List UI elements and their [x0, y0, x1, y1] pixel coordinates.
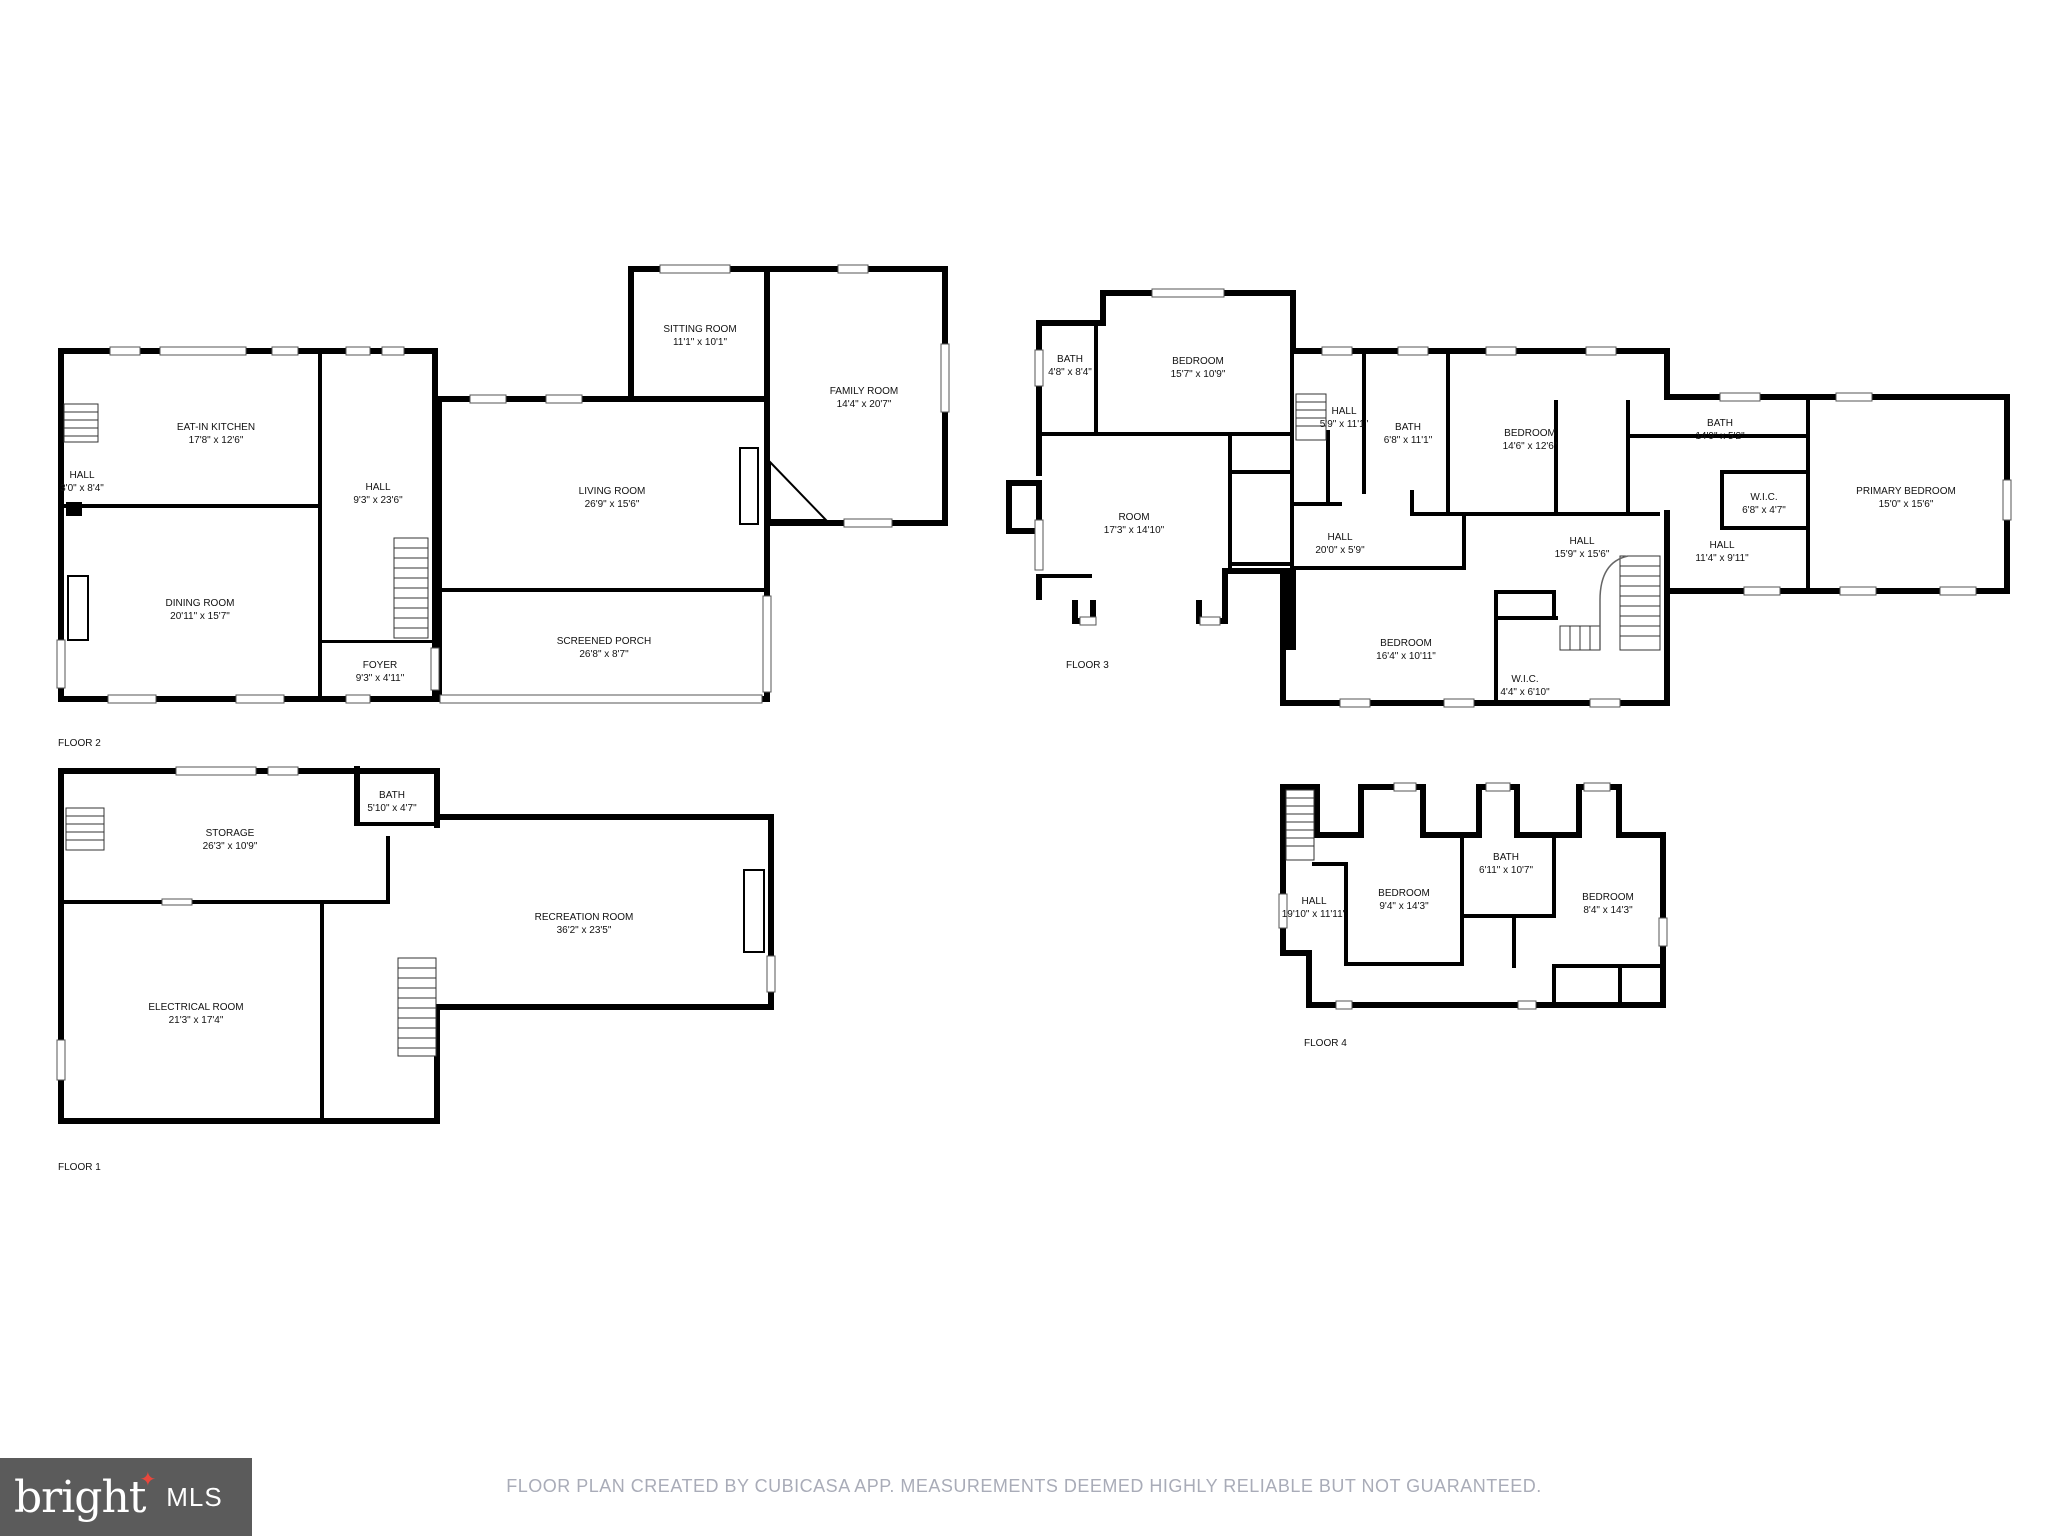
room-dims-wic-b: 6'8" x 4'7": [1742, 505, 1786, 516]
room-dims-hall: 9'3" x 23'6": [353, 495, 403, 506]
room-name-foyer: FOYER: [363, 660, 397, 671]
room-name-bedroom-b: BEDROOM: [1504, 428, 1556, 439]
room-name-family: FAMILY ROOM: [830, 386, 899, 397]
room-name-bath-a: BATH: [1057, 354, 1083, 365]
floor-3-plan: BATH 4'8" x 8'4" BEDROOM 15'7" x 10'9" R…: [1006, 288, 2012, 708]
room-name-wic-a: W.I.C.: [1511, 674, 1538, 685]
room-dims-bedroom-f4a: 9'4" x 14'3": [1379, 901, 1429, 912]
room-dims-primary-bedroom: 15'0" x 15'6": [1879, 499, 1934, 510]
logo-brand: bright: [14, 1471, 146, 1523]
room-dims-wic-a: 4'4" x 6'10": [1500, 687, 1550, 698]
room-dims-kitchen: 17'8" x 12'6": [189, 435, 244, 446]
room-dims-hall-small: 3'0" x 8'4": [60, 483, 104, 494]
room-name-bath-b: BATH: [1395, 422, 1421, 433]
room-dims-room: 17'3" x 14'10": [1104, 525, 1165, 536]
room-dims-hall-c: 15'9" x 15'6": [1555, 549, 1610, 560]
room-dims-bath-f4: 6'11" x 10'7": [1479, 865, 1534, 876]
room-dims-bedroom-b: 14'6" x 12'6": [1503, 441, 1558, 452]
logo-symbol-icon: ✦: [139, 1468, 157, 1491]
room-name-bedroom-c: BEDROOM: [1380, 638, 1432, 649]
room-name-electrical: ELECTRICAL ROOM: [148, 1002, 243, 1013]
room-name-living: LIVING ROOM: [579, 486, 646, 497]
bright-mls-logo: bright ✦ MLS: [0, 1458, 252, 1536]
room-name-kitchen: EAT-IN KITCHEN: [177, 422, 255, 433]
room-name-wic-b: W.I.C.: [1750, 492, 1777, 503]
room-dims-bath-c: 14'9" x 5'2": [1695, 431, 1745, 442]
room-name-bedroom-f4a: BEDROOM: [1378, 888, 1430, 899]
stairs: [63, 403, 429, 639]
room-name-sitting: SITTING ROOM: [663, 324, 736, 335]
floor-1-plan: STORAGE 26'3" x 10'9" BATH 5'10" x 4'7" …: [56, 766, 776, 1173]
floor-4-plan: HALL 19'10" x 11'11" BEDROOM 9'4" x 14'3…: [1278, 782, 1668, 1049]
room-dims-living: 26'9" x 15'6": [585, 499, 640, 510]
room-name-storage: STORAGE: [206, 828, 255, 839]
room-name-porch: SCREENED PORCH: [557, 636, 651, 647]
room-name-bedroom-f4b: BEDROOM: [1582, 892, 1634, 903]
room-dims-hall-d: 11'4" x 9'11": [1695, 553, 1749, 564]
room-dims-dining: 20'11" x 15'7": [170, 611, 230, 622]
room-dims-bath-b: 6'8" x 11'1": [1384, 435, 1433, 446]
logo-suffix: MLS: [166, 1481, 223, 1512]
room-name-bedroom-a: BEDROOM: [1172, 356, 1224, 367]
room-name-bath-c: BATH: [1707, 418, 1733, 429]
room-dims-bath-a: 4'8" x 8'4": [1048, 367, 1092, 378]
room-dims-bedroom-a: 15'7" x 10'9": [1171, 369, 1226, 380]
room-name-dining: DINING ROOM: [166, 598, 235, 609]
room-dims-porch: 26'8" x 8'7": [579, 649, 629, 660]
room-name-bath-f1: BATH: [379, 790, 405, 801]
room-dims-storage: 26'3" x 10'9": [203, 841, 258, 852]
room-name-hall-c: HALL: [1569, 536, 1594, 547]
room-name-bath-f4: BATH: [1493, 852, 1519, 863]
room-name-room: ROOM: [1118, 512, 1149, 523]
room-name-hall-b: HALL: [1327, 532, 1352, 543]
room-dims-sitting: 11'1" x 10'1": [673, 337, 728, 348]
room-name-hall: HALL: [365, 482, 390, 493]
room-name-hall-small: HALL: [69, 470, 94, 481]
room-name-hall-a: HALL: [1331, 406, 1356, 417]
disclaimer-text: FLOOR PLAN CREATED BY CUBICASA APP. MEAS…: [506, 1476, 1542, 1496]
room-name-hall-f4: HALL: [1301, 896, 1326, 907]
room-dims-family: 14'4" x 20'7": [837, 399, 892, 410]
room-dims-hall-a: 5'9" x 11'1": [1320, 419, 1369, 430]
room-name-recreation: RECREATION ROOM: [535, 912, 634, 923]
room-name-primary-bedroom: PRIMARY BEDROOM: [1856, 486, 1956, 497]
room-name-hall-d: HALL: [1709, 540, 1734, 551]
floor-2-label: FLOOR 2: [58, 738, 101, 749]
room-dims-bedroom-c: 16'4" x 10'11": [1376, 651, 1436, 662]
floor-1-label: FLOOR 1: [58, 1162, 101, 1173]
room-dims-bath-f1: 5'10" x 4'7": [367, 803, 417, 814]
floor-3-label: FLOOR 3: [1066, 660, 1109, 671]
room-dims-recreation: 36'2" x 23'5": [557, 925, 612, 936]
room-dims-bedroom-f4b: 8'4" x 14'3": [1583, 905, 1633, 916]
room-dims-foyer: 9'3" x 4'11": [356, 673, 405, 684]
floor-4-label: FLOOR 4: [1304, 1038, 1347, 1049]
room-dims-hall-f4: 19'10" x 11'11": [1282, 909, 1347, 920]
room-dims-hall-b: 20'0" x 5'9": [1315, 545, 1365, 556]
floor-2-plan: EAT-IN KITCHEN 17'8" x 12'6" HALL 3'0" x…: [56, 264, 950, 749]
room-dims-electrical: 21'3" x 17'4": [169, 1015, 224, 1026]
